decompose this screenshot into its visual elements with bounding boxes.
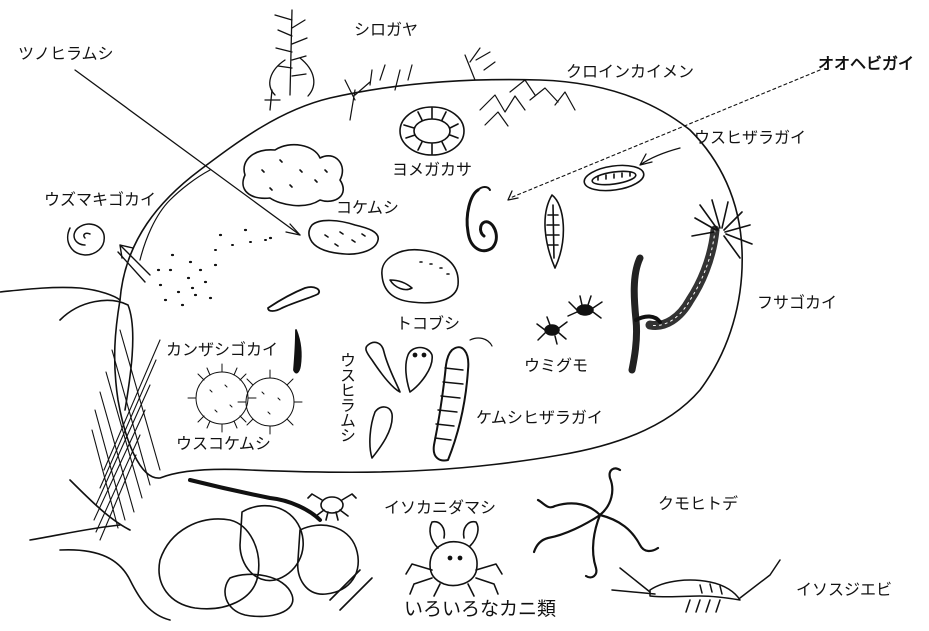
label-isosujiebi: イソスジエビ	[796, 582, 892, 598]
label-usukokemushi: ウスコケムシ	[176, 436, 271, 452]
ooebigai-arrowhead	[508, 191, 518, 200]
kokemushi-bryozoan	[243, 145, 343, 206]
kanzashigokai-worm	[268, 287, 319, 372]
uzumakigokai-spiral	[68, 224, 105, 255]
label-tsunohiramushi: ツノヒラムシ	[18, 46, 114, 62]
rock-edge-line	[140, 170, 210, 260]
usuhizaragai-chiton	[583, 162, 646, 194]
hizaragai-spindle	[545, 195, 563, 268]
label-isokanidamashi: イソカニダマシ	[384, 500, 496, 516]
rock-outline	[0, 80, 742, 620]
isosujiebi-shrimp	[612, 560, 780, 612]
label-shirogaya: シロガヤ	[354, 22, 418, 38]
umigumo-seaspider	[537, 296, 602, 344]
label-usuhizaragai: ウスヒザラガイ	[694, 130, 806, 146]
usukokemushi-fuzzy	[188, 364, 302, 434]
tsunohiramushi-arrow	[75, 70, 300, 235]
yomegakasa-limpet	[400, 107, 464, 155]
label-kemushihizaragai: ケムシヒザラガイ	[476, 410, 603, 426]
label-kumohitode: クモヒトデ	[658, 496, 738, 512]
kanzashigokai-dots	[158, 230, 271, 305]
label-uzumakigokai: ウズマキゴカイ	[44, 192, 156, 208]
kuroinkaimen-sponge	[345, 48, 575, 126]
usuhizaragai-arrow	[640, 148, 680, 165]
kumohitode-brittlestar	[534, 468, 658, 577]
kemushihizaragai-chiton	[434, 347, 469, 460]
ooebigai-snail	[467, 187, 496, 251]
tsunohiramushi-flatworm	[309, 220, 378, 254]
label-fusagokai: フサゴカイ	[757, 295, 837, 311]
label-kokemushi: コケムシ	[336, 200, 399, 216]
usuhiramushi-flatworms	[366, 342, 432, 458]
label-umigumo: ウミグモ	[524, 358, 588, 374]
tokobushi-abalone	[382, 250, 458, 303]
label-ooebigai: オオヘビガイ	[818, 56, 914, 72]
label-kanzashigokai: カンザシゴカイ	[166, 342, 278, 358]
label-kuroinkaimen: クロインカイメン	[566, 64, 694, 80]
label-yomegakasa: ヨメガカサ	[392, 162, 472, 178]
shirogaya-hydroid	[265, 10, 314, 110]
label-usuhiramushi: ウスヒラムシ	[338, 352, 354, 442]
label-tokobushi: トコブシ	[396, 316, 460, 332]
long-worm-center	[632, 258, 660, 370]
label-iroironakanirui: いろいろなカニ類	[404, 600, 556, 619]
kani-crab	[406, 522, 502, 596]
uzumakigokai-arrow	[118, 245, 150, 282]
